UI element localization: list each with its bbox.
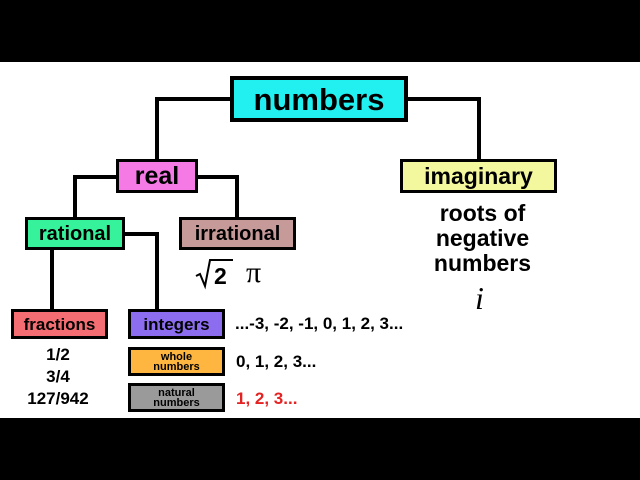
- node-real: real: [116, 159, 198, 193]
- node-numbers-label: numbers: [253, 81, 385, 117]
- sqrt-two-symbol: 2: [195, 258, 237, 290]
- node-imaginary-label: imaginary: [424, 162, 533, 189]
- node-imaginary: imaginary: [400, 159, 557, 193]
- radical-sign-icon: [195, 259, 233, 290]
- node-whole-numbers: whole numbers: [128, 347, 225, 376]
- imaginary-desc-line: numbers: [433, 250, 532, 276]
- node-whole-numbers-label: whole numbers: [153, 350, 200, 373]
- node-natural-numbers: natural numbers: [128, 383, 225, 412]
- fraction-example: 127/942: [27, 389, 89, 408]
- connector-real-rational: [73, 175, 118, 219]
- imaginary-description: roots of negative numbers: [400, 201, 565, 276]
- node-irrational-label: irrational: [194, 222, 281, 245]
- node-rational: rational: [25, 217, 125, 250]
- connector-numbers-imaginary: [406, 97, 481, 160]
- imaginary-desc-line: negative: [435, 225, 530, 251]
- fraction-example: 1/2: [46, 345, 70, 364]
- sqrt-radicand: 2: [214, 263, 227, 289]
- node-rational-label: rational: [38, 222, 112, 245]
- pi-symbol: π: [246, 256, 262, 289]
- node-integers-label: integers: [143, 314, 210, 334]
- node-fractions-label: fractions: [23, 314, 96, 334]
- whole-numbers-examples: 0, 1, 2, 3...: [236, 352, 317, 371]
- tree-connectors: [50, 97, 481, 311]
- number-classification-diagram: numbers real imaginary rational irration…: [0, 62, 640, 418]
- integers-examples: ...-3, -2, -1, 0, 1, 2, 3...: [235, 314, 404, 333]
- fraction-example: 3/4: [46, 367, 70, 386]
- node-irrational: irrational: [179, 217, 296, 250]
- fraction-examples: 1/2 3/4 127/942: [8, 344, 108, 410]
- imaginary-desc-line: roots of: [439, 200, 526, 226]
- node-fractions: fractions: [11, 309, 108, 339]
- connector-numbers-real: [155, 97, 232, 160]
- connector-rational-integers: [124, 232, 159, 311]
- node-natural-numbers-label: natural numbers: [153, 386, 200, 409]
- node-numbers: numbers: [230, 76, 408, 122]
- node-integers: integers: [128, 309, 225, 339]
- node-real-label: real: [134, 161, 180, 190]
- imaginary-unit-symbol: i: [475, 280, 484, 316]
- natural-numbers-examples: 1, 2, 3...: [236, 389, 298, 408]
- connector-real-irrational: [196, 175, 239, 219]
